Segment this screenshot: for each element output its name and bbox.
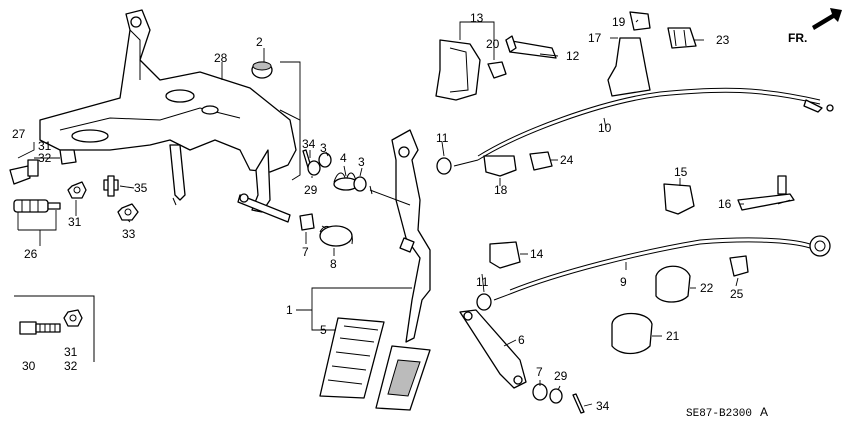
diagram-code: SE87-B2300 A	[686, 405, 768, 420]
callout-34: 34	[596, 399, 610, 413]
callout-10: 10	[598, 121, 612, 135]
callout-26: 26	[24, 247, 38, 261]
callout-20: 20	[486, 37, 500, 51]
callout-6: 6	[518, 333, 525, 347]
callout-32: 32	[64, 359, 78, 373]
front-direction-label: FR.	[788, 31, 807, 45]
callout-28: 28	[214, 51, 228, 65]
callout-5: 5	[320, 323, 327, 337]
callout-16: 16	[718, 197, 732, 211]
callout-2: 2	[256, 35, 263, 49]
callout-11: 11	[436, 131, 449, 145]
callout-30: 30	[22, 359, 36, 373]
inset-box	[14, 295, 95, 362]
callout-9: 9	[620, 275, 627, 289]
callout-24: 24	[560, 153, 574, 167]
front-direction-arrow: FR.	[788, 8, 842, 45]
callout-15: 15	[674, 165, 688, 179]
cable-lower	[476, 235, 831, 311]
callout-17: 17	[588, 31, 602, 45]
callout-21: 21	[666, 329, 680, 343]
callout-35: 35	[134, 181, 148, 195]
callout-8: 8	[330, 257, 337, 271]
callout-27: 27	[12, 127, 26, 141]
brackets-right	[435, 11, 795, 414]
callout-1: 1	[286, 303, 293, 317]
callout-18: 18	[494, 183, 508, 197]
callout-22: 22	[700, 281, 714, 295]
small-parts-center	[251, 61, 367, 247]
cable-upper	[436, 87, 834, 175]
callout-12: 12	[566, 49, 580, 63]
callout-4: 4	[340, 151, 347, 165]
pedal-bracket	[39, 9, 301, 223]
callout-3: 3	[320, 141, 327, 155]
callout-23: 23	[716, 33, 730, 47]
callout-19: 19	[612, 15, 626, 29]
callout-7: 7	[302, 245, 309, 259]
callout-14: 14	[530, 247, 544, 261]
callout-29: 29	[554, 369, 568, 383]
accelerator-pedal	[319, 129, 431, 411]
callout-3: 3	[358, 155, 365, 169]
callouts: 27 31 32 26 31 35 33 28 2 34 29 3 4 3 7 …	[12, 11, 744, 413]
callout-11: 11	[476, 275, 489, 289]
callout-29: 29	[304, 183, 318, 197]
callout-13: 13	[470, 11, 484, 25]
diagram-code-text: SE87-B2300	[686, 408, 752, 420]
callout-31: 31	[38, 139, 52, 153]
callout-34: 34	[302, 137, 316, 151]
callout-33: 33	[122, 227, 136, 241]
callout-7: 7	[536, 365, 543, 379]
leader-lines	[17, 19, 791, 407]
small-parts-left	[9, 149, 139, 221]
callout-31: 31	[68, 215, 82, 229]
callout-32: 32	[38, 151, 52, 165]
callout-31: 31	[64, 345, 78, 359]
diagram-code-suffix: A	[760, 405, 768, 419]
callout-25: 25	[730, 287, 744, 301]
